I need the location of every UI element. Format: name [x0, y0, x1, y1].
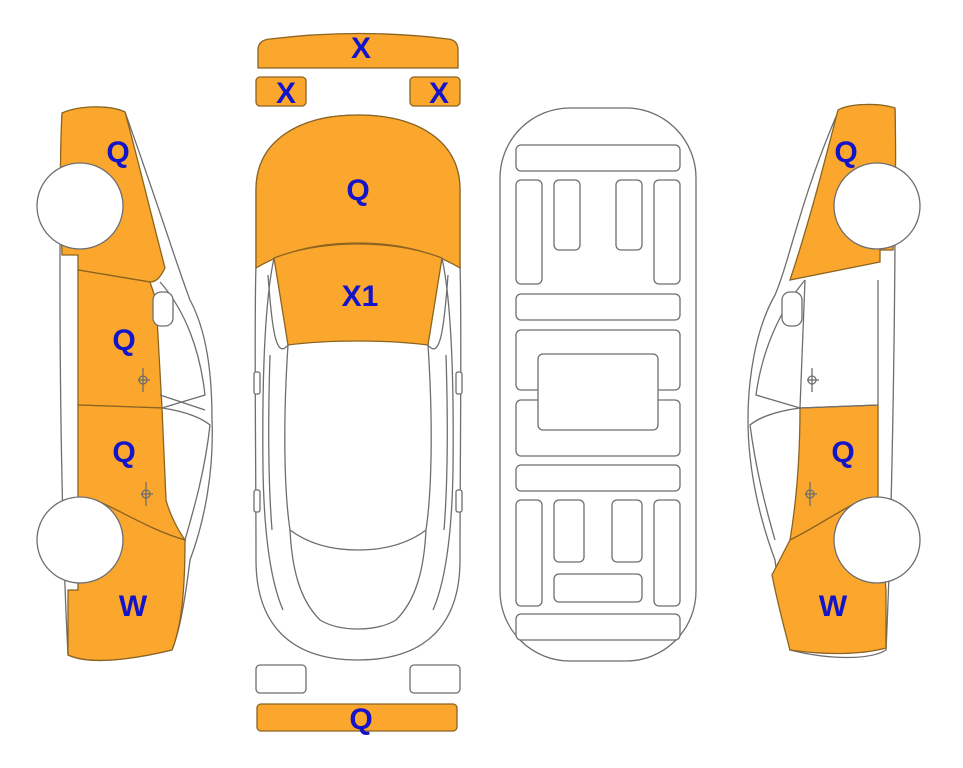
front-bumper-panel[interactable]	[257, 32, 459, 69]
label-left-front-door: Q	[112, 324, 135, 357]
rear-bumper-panel[interactable]	[256, 703, 458, 732]
label-front-right-light: X	[429, 77, 449, 110]
label-left-rear-quarter: W	[119, 590, 148, 623]
label-rear-bumper: Q	[349, 703, 372, 736]
label-right-rear-quarter: W	[819, 590, 848, 623]
rear-right-light[interactable]	[409, 664, 461, 694]
underbody-view	[499, 107, 697, 662]
damage-labels: X X X Q X1 Q Q Q Q W Q Q W	[106, 32, 857, 736]
left-front-wheel[interactable]	[36, 162, 124, 250]
left-side-view	[36, 106, 213, 662]
label-hood: Q	[346, 174, 369, 207]
label-front-bumper: X	[351, 32, 371, 65]
right-rear-wheel[interactable]	[833, 496, 921, 584]
left-rear-wheel[interactable]	[36, 496, 124, 584]
label-right-rear-door: Q	[831, 436, 854, 469]
front-right-light-panel[interactable]	[409, 76, 461, 107]
top-view	[253, 32, 463, 732]
label-windshield: X1	[342, 280, 379, 313]
right-side-view	[747, 103, 921, 659]
label-right-front-fender: Q	[834, 136, 857, 169]
label-left-rear-door: Q	[112, 436, 135, 469]
front-left-light-panel[interactable]	[255, 76, 307, 107]
label-left-front-fender: Q	[106, 136, 129, 169]
label-front-left-light: X	[276, 77, 296, 110]
right-front-wheel[interactable]	[833, 162, 921, 250]
left-front-door-panel[interactable]	[77, 269, 163, 409]
hood-panel[interactable]	[255, 114, 461, 270]
rear-left-light[interactable]	[255, 664, 307, 694]
